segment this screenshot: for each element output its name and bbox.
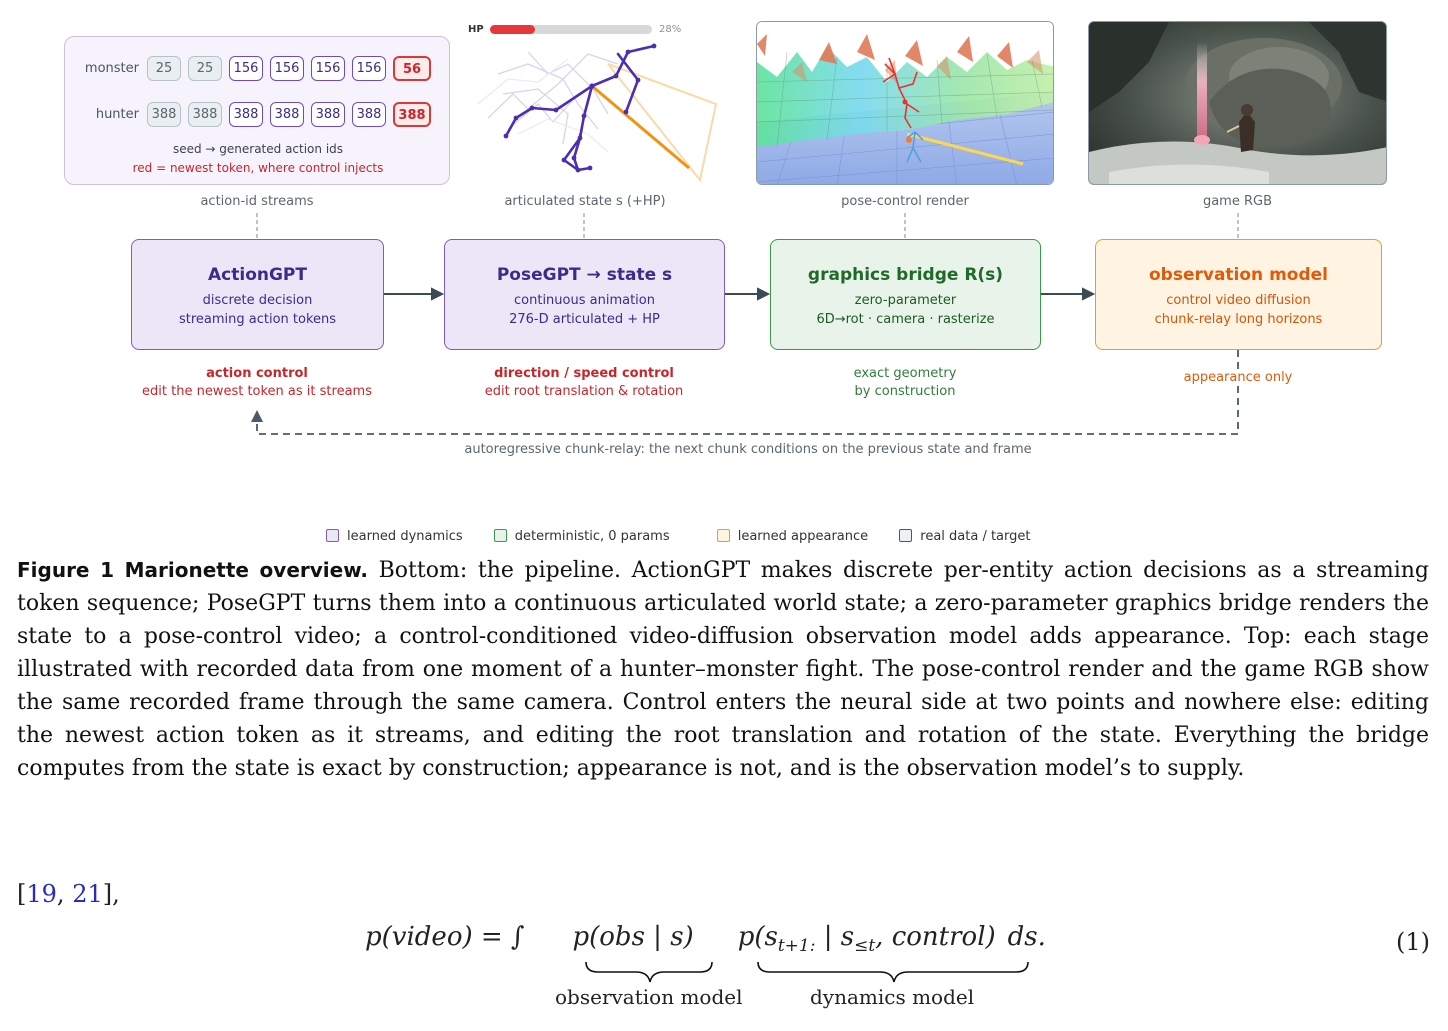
connector-lines bbox=[251, 213, 1239, 435]
citation-refs: [19, 21], bbox=[17, 880, 120, 908]
pose-render-panel bbox=[756, 21, 1054, 185]
hp-label: HP bbox=[468, 24, 484, 35]
stage-posegpt: PoseGPT → state s continuous animation 2… bbox=[444, 239, 725, 350]
equation-term-dynamics: p(st+1: | s≤t, control) bbox=[737, 922, 996, 957]
game-frame-image bbox=[1089, 22, 1386, 184]
token-generated: 156 bbox=[270, 56, 304, 81]
stage-observation-model: observation model control video diffusio… bbox=[1095, 239, 1382, 350]
token-generated: 156 bbox=[352, 56, 386, 81]
stage-title: ActionGPT bbox=[208, 265, 307, 285]
stage-subtitle: control video diffusion bbox=[1166, 293, 1311, 308]
caption-body: Bottom: the pipeline. ActionGPT makes di… bbox=[17, 558, 1429, 781]
legend: learned dynamics deterministic, 0 params… bbox=[326, 525, 1031, 544]
skeleton-figure bbox=[477, 43, 718, 183]
stage-subtitle: 276-D articulated + HP bbox=[509, 312, 660, 327]
annotation-exact-geometry: exact geometry by construction bbox=[853, 366, 957, 399]
stage-subtitle: zero-parameter bbox=[854, 293, 957, 308]
articulated-state-panel: HP 28% bbox=[468, 18, 728, 190]
underbraces bbox=[585, 961, 1029, 983]
annotation-appearance-only: appearance only bbox=[1181, 370, 1295, 385]
equation-tail: ds. bbox=[1007, 922, 1046, 952]
legend-item: learned dynamics bbox=[326, 529, 463, 544]
equation-number: (1) bbox=[1396, 928, 1430, 956]
panel-caption: action-id streams bbox=[200, 194, 314, 209]
annotation-direction-control: direction / speed control edit root tran… bbox=[484, 366, 684, 399]
stage-subtitle: streaming action tokens bbox=[178, 312, 337, 327]
stage-title: observation model bbox=[1148, 265, 1328, 285]
stage-title: PoseGPT → state s bbox=[496, 265, 673, 285]
figure-caption: Figure 1 Marionette overview. Bottom: th… bbox=[17, 554, 1429, 785]
equation-lhs: p(video) = ∫ bbox=[365, 922, 525, 952]
token-seed: 388 bbox=[147, 102, 181, 127]
relay-caption: autoregressive chunk-relay: the next chu… bbox=[464, 442, 1032, 457]
hp-bar bbox=[490, 25, 652, 34]
token-generated: 388 bbox=[270, 102, 304, 127]
legend-item: deterministic, 0 params bbox=[493, 529, 670, 544]
token-generated: 388 bbox=[311, 102, 345, 127]
token-seed: 25 bbox=[147, 56, 181, 81]
stage-title: graphics bridge R(s) bbox=[807, 265, 1004, 285]
hp-percent: 28% bbox=[659, 24, 682, 35]
hp-bar-fill bbox=[490, 25, 536, 34]
token-generated: 388 bbox=[229, 102, 263, 127]
citation-link[interactable]: 21 bbox=[72, 880, 103, 908]
caption-lead: Figure 1 Marionette overview. bbox=[17, 558, 369, 582]
stage-subtitle: continuous animation bbox=[514, 293, 655, 308]
row-label-hunter: hunter bbox=[95, 107, 139, 122]
equation-term-observation: p(obs | s) bbox=[572, 922, 694, 952]
citation-link[interactable]: 19 bbox=[26, 880, 57, 908]
panel-caption: pose-control render bbox=[841, 194, 969, 209]
token-generated: 156 bbox=[311, 56, 345, 81]
action-id-panel: monster hunter 25 25 156 156 156 156 56 … bbox=[64, 36, 450, 185]
panel-note: seed → generated action ids bbox=[172, 142, 344, 156]
stage-subtitle: 6D→rot · camera · rasterize bbox=[816, 312, 995, 327]
legend-item: learned appearance bbox=[716, 529, 868, 544]
stage-actiongpt: ActionGPT discrete decision streaming ac… bbox=[131, 239, 384, 350]
label-observation-model: observation model bbox=[555, 985, 743, 1009]
equation: p(video) = ∫ p(obs | s) p(st+1: | s≤t, con… bbox=[365, 922, 1046, 956]
annotation-action-control: action control edit the newest token as … bbox=[142, 366, 372, 399]
token-seed: 25 bbox=[188, 56, 222, 81]
token-newest: 388 bbox=[393, 102, 431, 127]
stage-graphics-bridge: graphics bridge R(s) zero-parameter 6D→r… bbox=[770, 239, 1041, 350]
pose-render-image bbox=[757, 22, 1053, 184]
panel-note-red: red = newest token, where control inject… bbox=[132, 161, 384, 175]
row-label-monster: monster bbox=[84, 61, 139, 76]
stage-subtitle: discrete decision bbox=[202, 293, 313, 308]
stage-subtitle: chunk-relay long horizons bbox=[1154, 312, 1323, 327]
label-dynamics-model: dynamics model bbox=[810, 985, 975, 1009]
game-rgb-panel bbox=[1088, 21, 1387, 185]
panel-caption: game RGB bbox=[1202, 194, 1273, 209]
panel-caption: articulated state s (+HP) bbox=[504, 194, 666, 209]
legend-item: real data / target bbox=[899, 529, 1031, 544]
token-seed: 388 bbox=[188, 102, 222, 127]
token-newest: 56 bbox=[393, 56, 431, 81]
token-generated: 156 bbox=[229, 56, 263, 81]
token-generated: 388 bbox=[352, 102, 386, 127]
